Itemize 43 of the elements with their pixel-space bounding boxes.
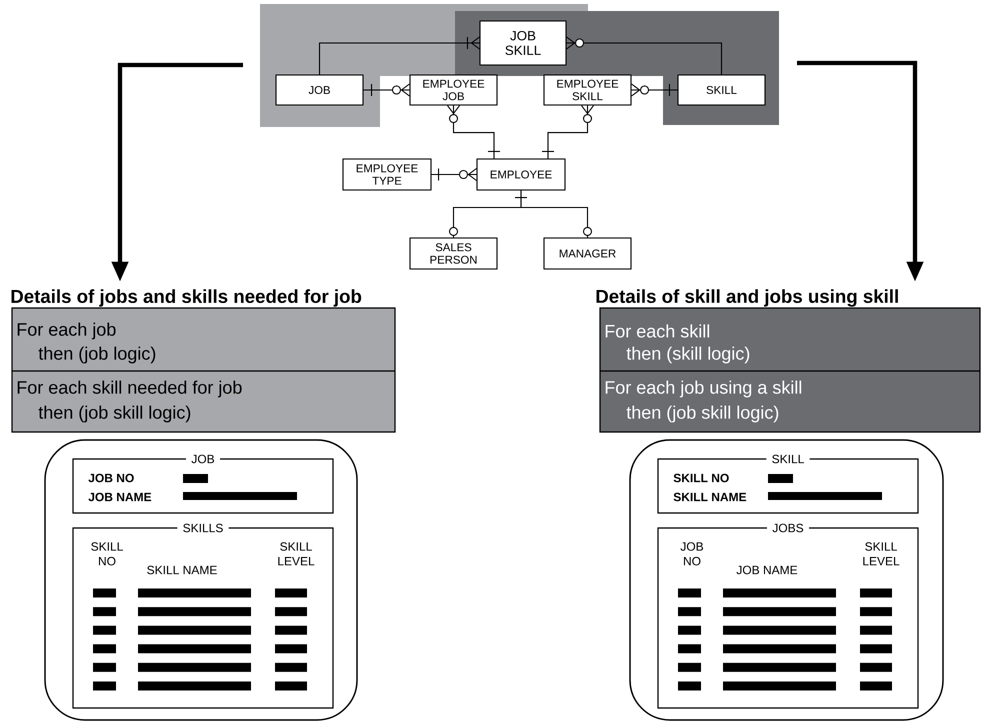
group-title: JOBS — [767, 522, 809, 534]
connector — [542, 105, 594, 158]
form-label: JOB NO — [88, 474, 134, 482]
screen-frame — [629, 439, 944, 721]
entity-box: SALES PERSON — [409, 237, 498, 270]
pseudocode-line: then (job skill logic) — [38, 406, 190, 422]
group-title: SKILLS — [177, 522, 229, 534]
entity-box: SKILL — [677, 74, 766, 106]
entity-box: EMPLOYEE TYPE — [342, 158, 432, 191]
section-heading: Details of jobs and skills needed for job — [12, 289, 362, 307]
entity-box: EMPLOYEE JOB — [409, 74, 498, 106]
pseudocode-line: For each job using a skill — [606, 380, 802, 398]
pseudocode-line: then (skill logic) — [626, 346, 750, 364]
column-header: JOB NO — [680, 542, 704, 566]
entity-box: EMPLOYEE SKILL — [543, 74, 632, 106]
connector — [566, 36, 722, 74]
entity-box: EMPLOYEE — [476, 158, 566, 191]
pseudocode-line: For each job — [18, 322, 116, 340]
column-header: SKILL NAME — [147, 566, 217, 574]
form-label: JOB NAME — [88, 492, 152, 502]
section-heading: Details of skill and jobs using skill — [596, 289, 898, 307]
connector — [631, 84, 678, 96]
group-title: JOB — [186, 453, 220, 465]
entity-box: JOB SKILL — [479, 20, 567, 66]
pseudocode-line: then (job logic) — [38, 346, 156, 364]
connector — [318, 36, 480, 74]
group-title: SKILL — [766, 453, 810, 465]
connector — [432, 168, 477, 181]
pseudocode-line: For each skill needed for job — [18, 380, 242, 398]
column-header: SKILL NO — [91, 542, 123, 566]
entity-box: MANAGER — [543, 237, 632, 270]
connector — [515, 190, 592, 238]
entity-box: JOB — [275, 74, 364, 106]
column-header: SKILL LEVEL — [278, 542, 314, 566]
pseudocode-line: then (job skill logic) — [626, 406, 778, 422]
form-label: SKILL NAME — [674, 492, 746, 502]
screen-frame — [44, 439, 358, 721]
column-header: SKILL LEVEL — [863, 542, 900, 566]
form-label: SKILL NO — [674, 474, 729, 482]
column-header: JOB NAME — [736, 566, 798, 574]
connector — [364, 84, 410, 96]
connector — [447, 105, 500, 158]
pseudocode-line: For each skill — [606, 324, 710, 338]
